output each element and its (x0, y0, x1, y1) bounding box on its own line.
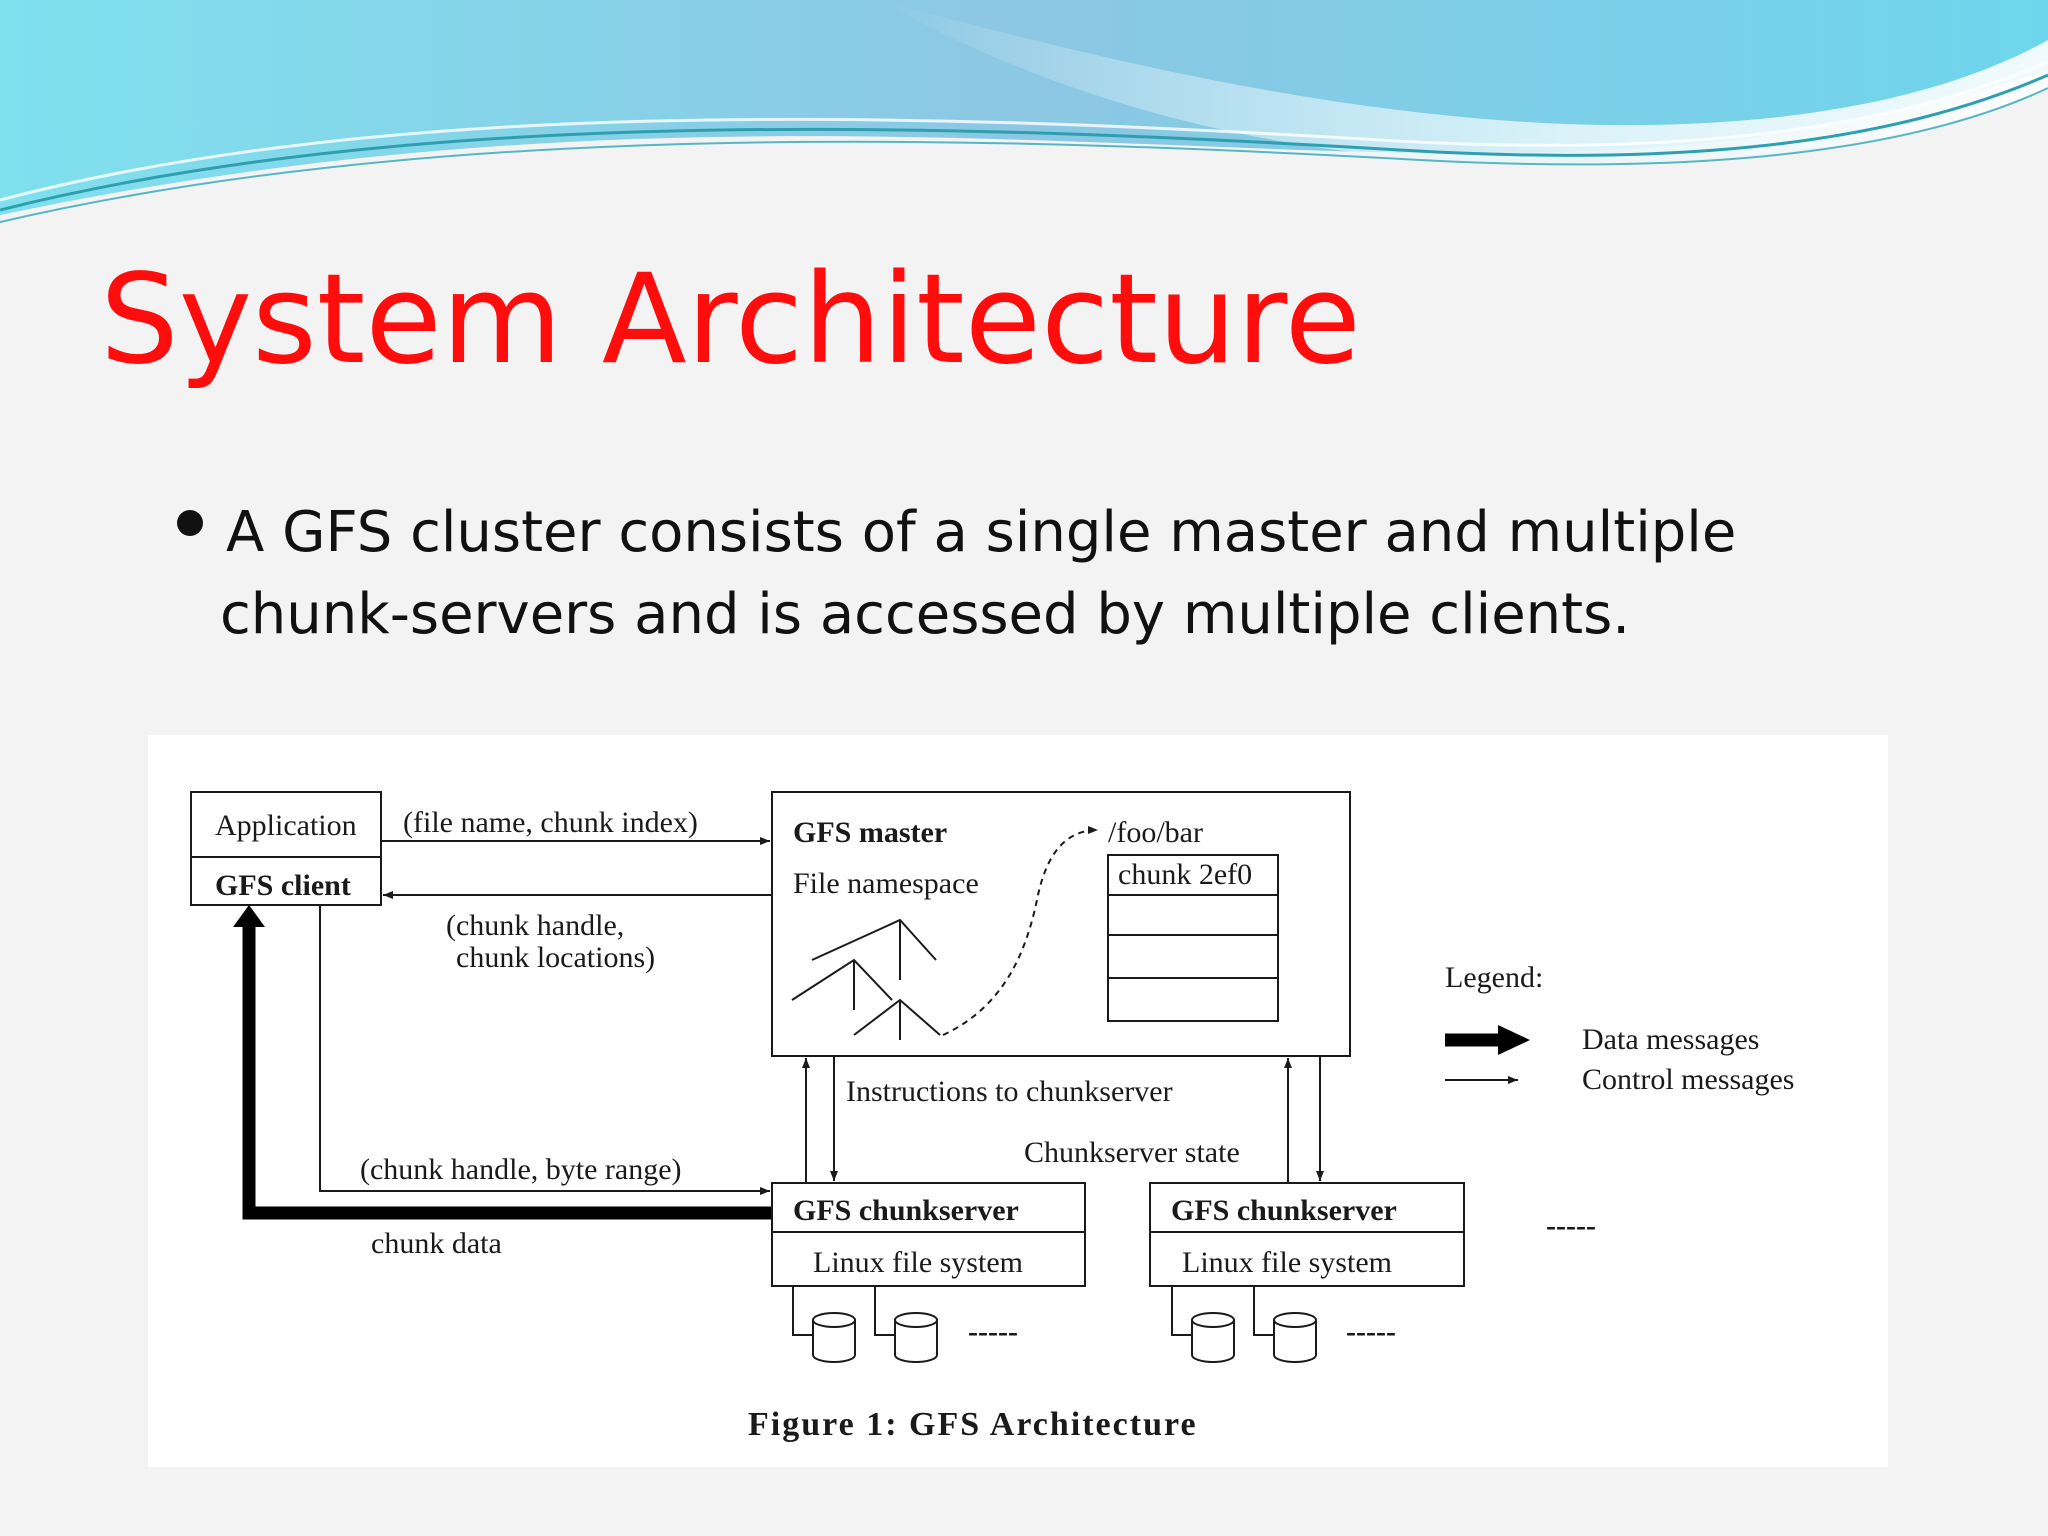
chunk-table: chunk 2ef0 (1107, 854, 1279, 1022)
disk-icon (812, 1312, 856, 1363)
legend-data-label: Data messages (1582, 1023, 1759, 1056)
bullet-text: A GFS cluster consists of a single maste… (220, 500, 1737, 647)
disk-icon (1191, 1312, 1235, 1363)
chunkserver-node-2: GFS chunkserver Linux file system ----- (1149, 1182, 1465, 1363)
chunk-data-label: chunk data (371, 1227, 502, 1260)
slide-title: System Architecture (100, 248, 1361, 392)
disk-ellipsis: ----- (968, 1315, 1018, 1348)
namespace-label: File namespace (793, 867, 979, 900)
master-node: GFS master File namespace /foo/bar chunk… (771, 791, 1351, 1057)
byte-range-label: (chunk handle, byte range) (360, 1153, 682, 1186)
legend: Legend: Data messages Control messages (1445, 961, 1794, 1096)
legend-title: Legend: (1445, 961, 1543, 994)
chunkserver-title: GFS chunkserver (793, 1194, 1019, 1227)
disk-icon (894, 1312, 938, 1363)
client-node: Application GFS client (190, 791, 382, 906)
disk-icon (1273, 1312, 1317, 1363)
byte-range-arrow (319, 905, 770, 1195)
instructions-label: Instructions to chunkserver (846, 1075, 1173, 1108)
bullet-icon (177, 510, 203, 536)
chunkserver-node-1: GFS chunkserver Linux file system ----- (771, 1182, 1086, 1363)
chunkserver-fs-label: Linux file system (1182, 1246, 1392, 1279)
more-chunkservers-ellipsis: ----- (1546, 1209, 1596, 1242)
state-label: Chunkserver state (1024, 1136, 1240, 1169)
chunk-data-arrow (242, 920, 772, 1220)
legend-control-label: Control messages (1582, 1063, 1794, 1096)
namespace-pointer (942, 826, 1099, 1036)
request-label: (file name, chunk index) (403, 806, 698, 839)
data-message-arrow-icon (1498, 1025, 1530, 1055)
master-title: GFS master (793, 816, 947, 849)
reply-label-line2: chunk locations) (456, 941, 655, 974)
reply-label-line1: (chunk handle, (446, 909, 624, 942)
application-label: Application (215, 809, 357, 842)
header-wave-banner (0, 0, 2048, 223)
figure-caption: Figure 1: GFS Architecture (748, 1406, 1198, 1443)
disk-ellipsis: ----- (1346, 1315, 1396, 1348)
chunkserver-fs-label: Linux file system (813, 1246, 1023, 1279)
gfs-client-label: GFS client (215, 869, 351, 902)
gfs-architecture-diagram: Application GFS client GFS master File n… (190, 791, 1794, 1443)
chunk-id-label: chunk 2ef0 (1118, 858, 1252, 891)
chunk-data-arrowhead (233, 905, 265, 927)
namespace-tree-icon (791, 918, 941, 1040)
path-label: /foo/bar (1108, 816, 1203, 849)
chunkserver-title: GFS chunkserver (1171, 1194, 1397, 1227)
